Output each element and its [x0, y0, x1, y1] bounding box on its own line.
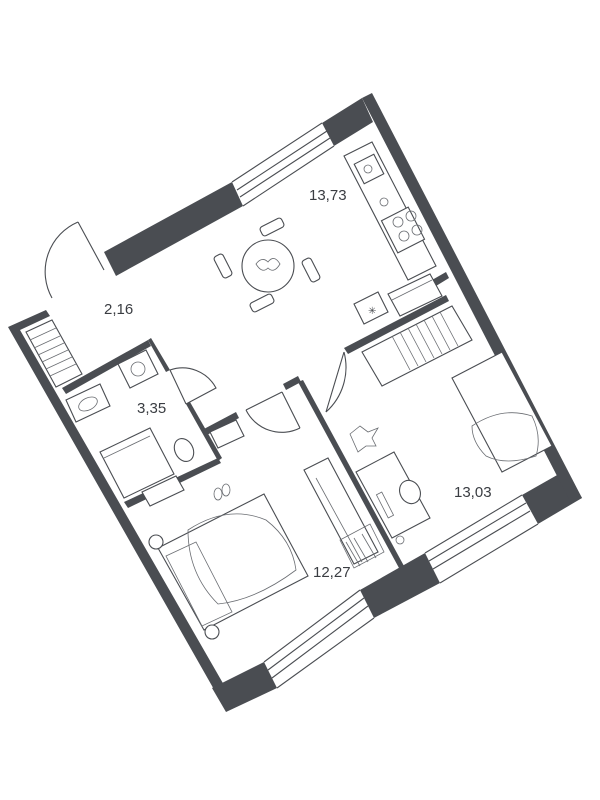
toilet-icon	[173, 438, 195, 462]
wall-bed-stub	[283, 376, 301, 390]
window-kitchen	[231, 122, 335, 207]
area-label-bedroom-2: 13,03	[454, 484, 492, 501]
wardrobe-kitchen	[361, 305, 473, 387]
window-bedroom-2	[424, 494, 539, 584]
kitchen-counter: ✳	[343, 141, 443, 325]
shower-tray-icon	[99, 427, 175, 499]
washing-machine-icon	[117, 349, 159, 389]
stove-icon	[380, 206, 426, 254]
door-bathroom	[169, 367, 217, 405]
nightstand-lamp-top	[148, 534, 164, 550]
dining-table	[213, 217, 321, 313]
area-label-hallway: 2,16	[104, 301, 133, 318]
door-bedroom-1	[245, 391, 301, 433]
desk-bedroom-2	[355, 451, 431, 539]
wall-kitchen-bed2	[344, 295, 449, 354]
area-label-kitchen-living: 13,73	[309, 187, 347, 204]
wall-top-left	[104, 182, 243, 276]
wall-bottom-mid	[360, 553, 440, 618]
washbasin-icon	[65, 383, 111, 423]
wall-kitchen-stub	[432, 272, 449, 286]
door-bedroom-2	[325, 351, 347, 413]
interior-doors	[169, 351, 347, 433]
sink-icon	[353, 153, 385, 185]
entrance-door	[44, 221, 105, 299]
area-label-bedroom-1: 12,27	[313, 564, 351, 581]
nightstand-lamp-bottom	[204, 624, 220, 640]
bed-1	[157, 493, 309, 631]
wall-hall-bath	[62, 340, 151, 394]
chair-left	[213, 253, 233, 279]
area-labels: 13,73 2,16 3,35 12,27 13,03	[104, 187, 492, 581]
bathroom-fixtures	[65, 349, 245, 507]
wall-bottom-left	[212, 662, 277, 712]
wall-closet	[202, 412, 239, 436]
wall-left	[8, 310, 228, 700]
desk-bedroom-1	[303, 457, 379, 565]
bedroom-1-furniture	[148, 457, 385, 640]
desk-chair	[399, 479, 421, 505]
wall-bath-right-a	[148, 338, 170, 372]
wardrobe-hall	[25, 319, 83, 388]
wall-top-right	[322, 98, 373, 146]
fridge-icon	[387, 273, 443, 317]
window-bedroom-1	[263, 589, 375, 689]
chair-right	[301, 257, 321, 283]
chair-top	[259, 217, 285, 237]
svg-text:✳: ✳	[368, 306, 376, 317]
chair-bottom	[249, 293, 275, 313]
area-label-bathroom: 3,35	[137, 400, 166, 417]
bedroom-2-furniture	[349, 351, 553, 545]
windows	[231, 122, 539, 689]
wall-bed1-bed2	[298, 380, 404, 568]
bed-2	[451, 351, 553, 473]
